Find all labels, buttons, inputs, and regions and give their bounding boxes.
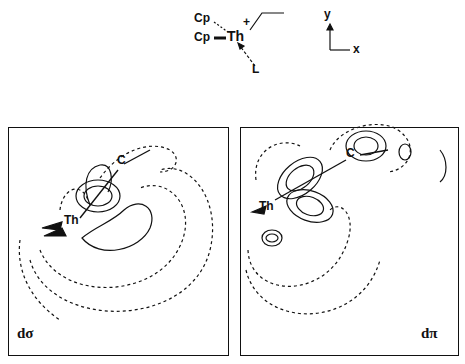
schematic-label: Cp: [194, 31, 210, 43]
contour-panel: C Th dπ: [240, 127, 459, 356]
atom-label: C: [117, 154, 126, 166]
schematic-label: Th: [227, 29, 244, 43]
atom-label: C: [346, 147, 355, 159]
atom-label: Th: [259, 200, 274, 212]
schematic-label: x: [353, 43, 360, 55]
schematic-label: y: [324, 8, 331, 20]
orbital-label: dπ: [421, 326, 438, 341]
atom-label: Th: [64, 214, 79, 226]
schematic-label: +: [243, 16, 250, 28]
orbital-label: dσ: [17, 326, 34, 341]
schematic-label: Cp: [194, 12, 210, 24]
schematic-label: L: [252, 63, 259, 75]
contour-panel: C Th dσ: [8, 127, 229, 356]
